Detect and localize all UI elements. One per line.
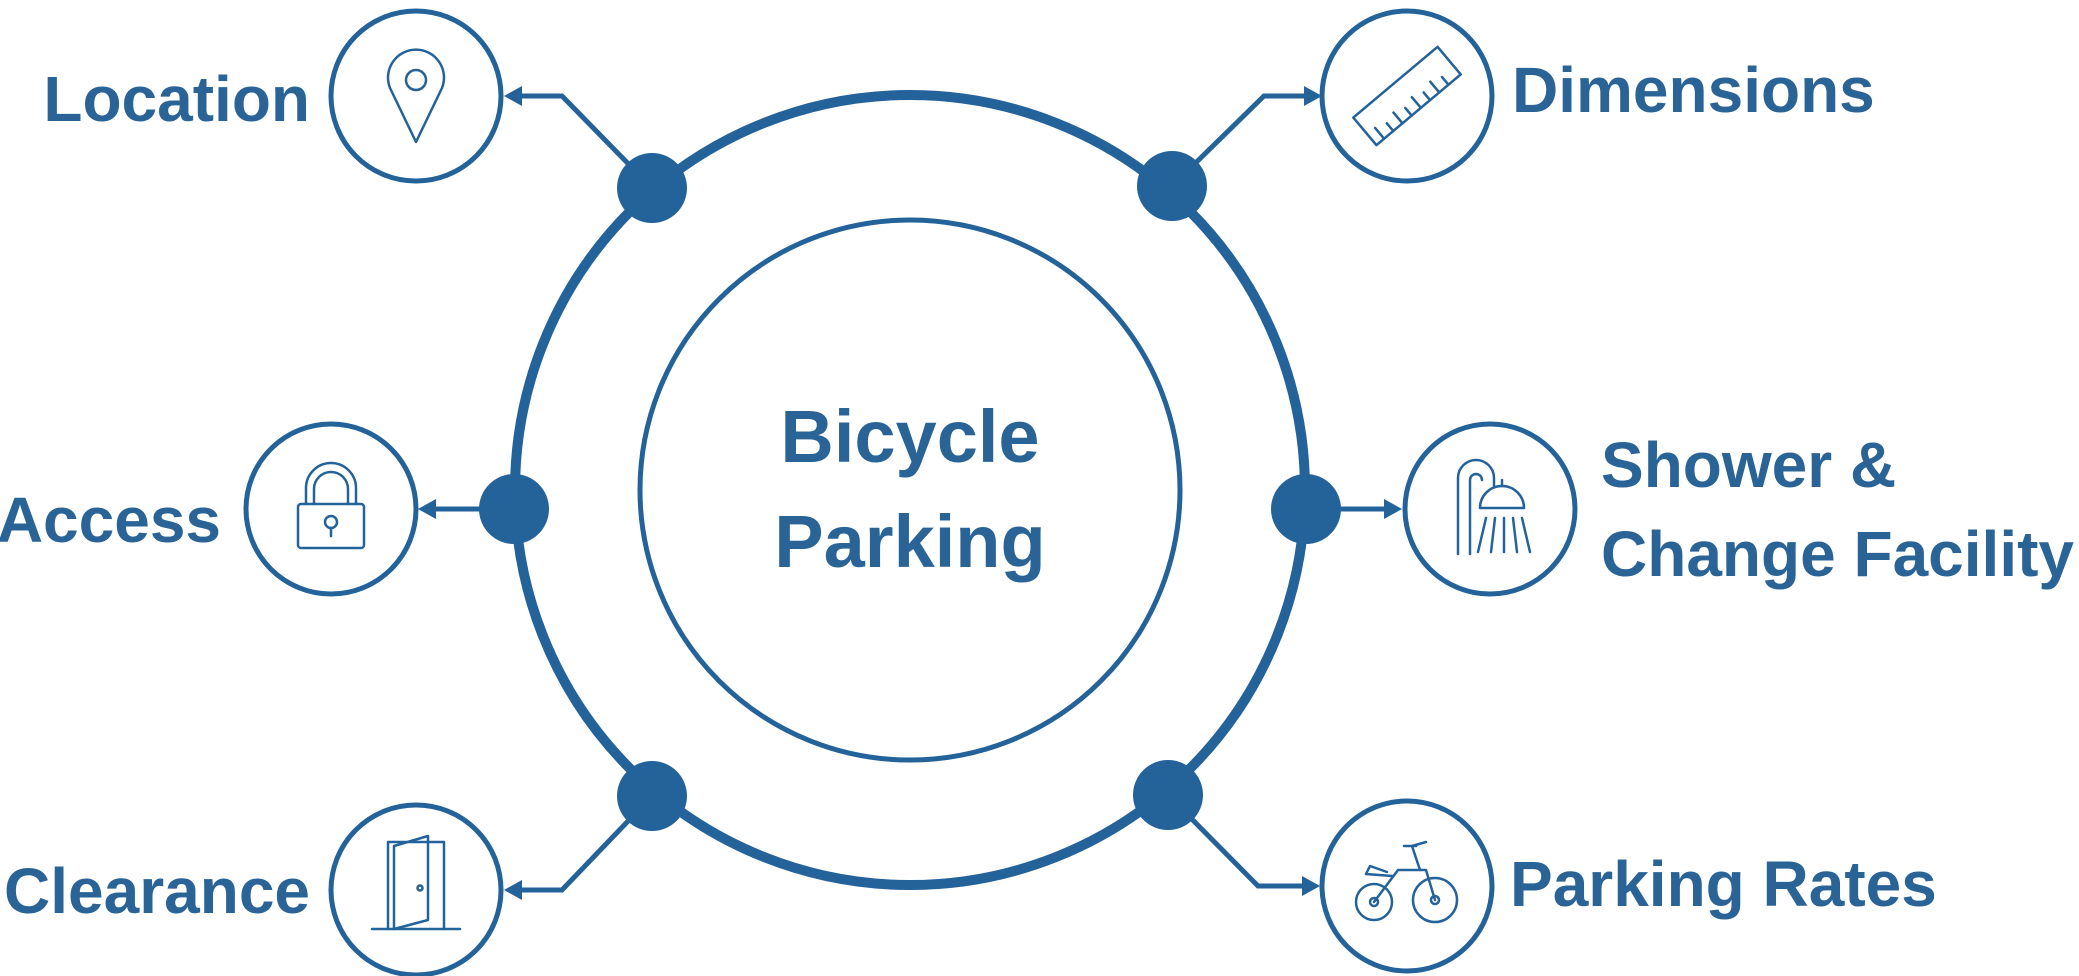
arrowheads — [418, 86, 1402, 900]
node-clearance — [617, 761, 687, 831]
label-clearance: Clearance — [4, 855, 310, 927]
connectors — [432, 93, 1388, 893]
arrowhead-rates — [1302, 876, 1320, 896]
ring-nodes — [479, 151, 1341, 831]
padlock-icon — [296, 461, 366, 550]
tricycle-icon — [1354, 840, 1459, 924]
connector-rates — [1166, 793, 1306, 889]
arrowhead-access — [418, 499, 436, 519]
node-location — [617, 153, 687, 223]
node-access — [479, 474, 549, 544]
label-dimensions: Dimensions — [1512, 54, 1875, 126]
icon-circle-access — [243, 421, 419, 597]
open-door-icon — [370, 834, 462, 931]
icon-circle-location — [328, 8, 504, 184]
icon-circles — [243, 8, 1578, 976]
arrowhead-location — [504, 86, 522, 106]
ruler-icon — [1352, 45, 1462, 147]
arrowhead-dimensions — [1304, 86, 1322, 106]
icon-circle-clearance — [328, 802, 504, 976]
label-location: Location — [43, 63, 310, 135]
node-rates — [1133, 760, 1203, 830]
center-title-line2: Parking — [774, 500, 1045, 583]
label-shower-line2: Change Facility — [1601, 518, 2074, 590]
shower-icon — [1456, 458, 1532, 556]
connector-dimensions — [1170, 93, 1308, 188]
location-pin-icon — [386, 48, 446, 144]
label-access: Access — [0, 484, 221, 556]
connector-clearance — [518, 794, 654, 893]
arrowhead-clearance — [504, 880, 522, 900]
arrowhead-shower — [1384, 499, 1402, 519]
node-shower — [1271, 474, 1341, 544]
icon-circle-dimensions — [1319, 8, 1495, 184]
label-rates: Parking Rates — [1510, 848, 1937, 920]
icon-circle-rates — [1319, 798, 1495, 974]
center-title-line1: Bicycle — [780, 395, 1039, 478]
node-dimensions — [1137, 151, 1207, 221]
inner-ring — [637, 217, 1183, 763]
label-shower-line1: Shower & — [1601, 429, 1896, 501]
connector-location — [518, 93, 654, 190]
